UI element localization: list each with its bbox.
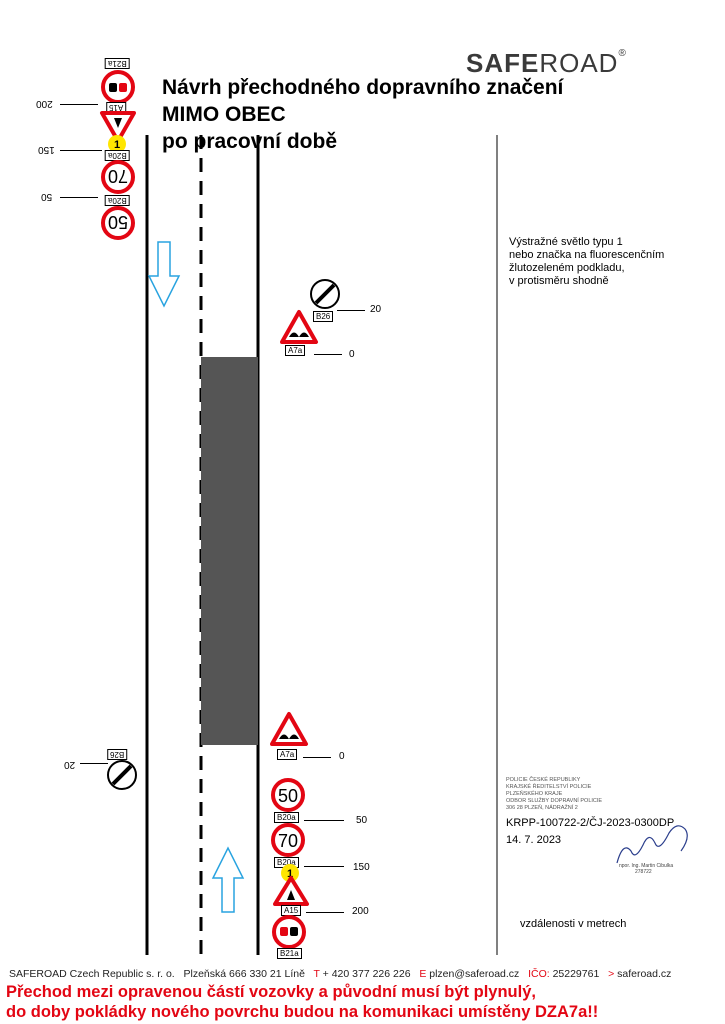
leader-0-lower (303, 757, 331, 758)
note-line-3: žlutozeleném podkladu, (509, 262, 625, 274)
reference-number: KRPP-100722-2/ČJ-2023-0300DP (506, 817, 675, 829)
units-note: vzdálenosti v metrech (520, 918, 627, 930)
leader-20-left (80, 763, 108, 764)
signature: npor. Ing. Martin Cibulka 278722 (616, 825, 688, 873)
speed-limit-50-lower-icon: 50 (271, 778, 305, 812)
dist-0-lower: 0 (339, 751, 345, 762)
footer-email-label: E (419, 968, 427, 980)
stamp-line-1: POLICIE ČESKÉ REPUBLIKY (506, 777, 581, 783)
logo-bold: SAFE (466, 48, 540, 78)
logo-mark: ® (618, 48, 627, 59)
footer-ico-label: IČO: (528, 968, 550, 980)
roadworks-warning-icon (100, 111, 136, 143)
speed-50-top-text: 50 (108, 212, 128, 232)
title-line-3: po pracovní době (162, 130, 338, 153)
footer-ico: 25229761 (552, 968, 600, 980)
footer-phone-label: T (313, 968, 320, 980)
leader-50-top (60, 197, 98, 198)
logo-light: ROAD (539, 48, 619, 78)
roadworks-warning-lower-icon (273, 876, 309, 906)
dist-0-upper: 0 (349, 349, 355, 360)
light-number-lower: 1 (287, 868, 293, 880)
uneven-road-warning-icon (280, 310, 318, 344)
arrow-up-icon (211, 846, 245, 913)
speed-70-top-text: 70 (108, 166, 128, 186)
footer-web[interactable]: saferoad.cz (617, 968, 672, 980)
no-overtaking-sign-icon (101, 70, 135, 104)
footer-company-info: SAFEROAD Czech Republic s. r. o. Plzeňsk… (9, 968, 671, 980)
note-line-2: nebo značka na fluorescenčním (509, 249, 665, 261)
police-stamp: POLICIE ČESKÉ REPUBLIKY KRAJSKÉ ŘEDITELS… (506, 777, 626, 812)
end-of-restrictions-left-icon (107, 760, 137, 790)
note-line-4: v protisměru shodně (509, 275, 609, 287)
signature-id: 278722 (635, 869, 652, 873)
warning-light-note: Výstražné světlo typu 1 nebo značka na f… (509, 236, 664, 288)
end-of-restrictions-sign-icon (310, 279, 340, 309)
warning-light-icon: 1 (108, 135, 126, 153)
stamp-line-2: KRAJSKÉ ŘEDITELSTVÍ POLICIE (506, 784, 592, 790)
approval-date: 14. 7. 2023 (506, 834, 562, 846)
plate-a7a-upper: A7a (285, 345, 306, 356)
footer-web-label: > (608, 968, 615, 980)
uneven-road-warning-lower-icon (270, 712, 308, 746)
plate-a7a-lower: A7a (277, 749, 298, 760)
plate-b20a-top-2: B20a (105, 195, 130, 206)
plate-b26-right: B26 (313, 311, 334, 322)
plate-b21a-lower: B21a (277, 948, 302, 959)
leader-0-upper (314, 354, 342, 355)
footer-email[interactable]: plzen@saferoad.cz (429, 968, 520, 980)
warning-text: Přechod mezi opravenou částí vozovky a p… (6, 982, 598, 1022)
dist-150-lower: 150 (353, 862, 370, 873)
dist-150-top: 150 (38, 144, 55, 155)
arrow-down-icon (147, 241, 181, 308)
plate-b20a-lower-1: B20a (274, 812, 299, 823)
footer-phone: + 420 377 226 226 (322, 968, 411, 980)
dist-50-lower: 50 (356, 815, 368, 826)
stamp-line-5: 306 28 PLZEŇ, NÁDRAŽNÍ 2 (506, 805, 578, 811)
speed-limit-50-icon: 50 (101, 206, 135, 240)
light-number-top: 1 (114, 139, 120, 151)
leader-150-lower (304, 866, 344, 867)
leader-150-top (60, 150, 102, 151)
saferoad-logo: SAFEROAD® (466, 48, 627, 79)
plate-b21a-top: B21a (105, 58, 130, 69)
speed-limit-70-icon: 70 (101, 160, 135, 194)
work-zone-area (201, 357, 258, 745)
warning-line-2: do doby pokládky nového povrchu budou na… (6, 1003, 599, 1021)
footer-company: SAFEROAD Czech Republic s. r. o. (9, 968, 175, 980)
leader-20-right (337, 310, 365, 311)
dist-20-left: 20 (64, 759, 76, 770)
warning-light-lower-icon: 1 (281, 864, 299, 882)
page-title: Návrh přechodného dopravního značení MIM… (162, 74, 563, 155)
footer-address: Plzeňská 666 330 21 Líně (183, 968, 305, 980)
dist-50-top: 50 (41, 191, 53, 202)
no-overtaking-lower-icon (272, 915, 306, 949)
warning-line-1: Přechod mezi opravenou částí vozovky a p… (6, 983, 536, 1001)
speed-70-lower-text: 70 (278, 831, 298, 851)
stamp-line-3: PLZEŇSKÉHO KRAJE (506, 791, 563, 797)
leader-200-top (60, 104, 98, 105)
speed-50-lower-text: 50 (278, 786, 298, 806)
leader-50-lower (304, 820, 344, 821)
stamp-line-4: ODBOR SLUŽBY DOPRAVNÍ POLICIE (506, 798, 603, 804)
title-line-1: Návrh přechodného dopravního značení (162, 76, 564, 99)
dist-200-top: 200 (36, 98, 53, 109)
dist-200-lower: 200 (352, 906, 369, 917)
note-line-1: Výstražné světlo typu 1 (509, 236, 623, 248)
leader-200-lower (306, 912, 344, 913)
signature-name: npor. Ing. Martin Cibulka (619, 863, 673, 869)
dist-20-right: 20 (370, 304, 382, 315)
title-line-2: MIMO OBEC (162, 103, 286, 126)
speed-limit-70-lower-icon: 70 (271, 823, 305, 857)
